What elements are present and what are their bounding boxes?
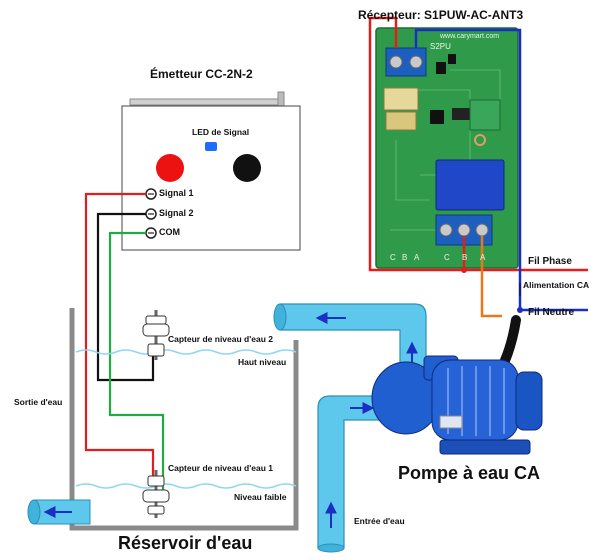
suction-pipe-end: [317, 543, 345, 553]
discharge-pipe-end: [273, 303, 287, 331]
power-label: Alimentation CA: [523, 280, 590, 290]
signal1-wire: [84, 192, 155, 478]
terminal-letter: C: [444, 253, 450, 262]
water-level-low: [75, 483, 297, 489]
sensor-high-label: Capteur de niveau d'eau 2: [168, 334, 273, 344]
terminal-screw: [475, 223, 489, 237]
junction-dot: [461, 267, 467, 273]
board-brand: www.carymart.com: [440, 33, 500, 40]
discharge-pipe: [279, 303, 427, 371]
neutral-wire-label: Fil Neutre: [528, 307, 575, 318]
outlet-pipe: [27, 499, 91, 525]
phase-wire-label: Fil Phase: [528, 256, 572, 267]
terminal-label-com: COM: [159, 227, 180, 237]
receiver-title: Récepteur: S1PUW-AC-ANT3: [358, 8, 524, 22]
signal-led: [205, 142, 217, 151]
radio-module: [469, 99, 501, 131]
transmitter-antenna-tip: [277, 91, 285, 107]
level-sensor-low: [142, 470, 170, 518]
red-button[interactable]: [156, 154, 184, 182]
inlet-label: Entrée d'eau: [354, 516, 405, 526]
antenna-coil: [474, 134, 486, 146]
tank-title: Réservoir d'eau: [118, 533, 253, 553]
outlet-label: Sortie d'eau: [14, 397, 63, 407]
pump-title: Pompe à eau CA: [398, 463, 541, 483]
output-wire-orange: [480, 236, 502, 318]
terminal-screw: [409, 55, 423, 69]
terminal-label-signal1: Signal 1: [159, 188, 194, 198]
transmitter-title: Émetteur CC-2N-2: [150, 67, 253, 81]
terminal-letter: C: [390, 253, 396, 262]
transmitter-box: [121, 105, 301, 251]
neutral-wire: [414, 28, 588, 312]
black-button[interactable]: [233, 154, 261, 182]
junction-dot: [517, 307, 523, 313]
water-pump: [371, 355, 543, 455]
level-low-label: Niveau faible: [234, 492, 287, 502]
terminal-screw: [439, 223, 453, 237]
relay: [435, 159, 505, 211]
chip: [452, 108, 470, 120]
power-module: [383, 87, 419, 111]
led-label: LED de Signal: [192, 127, 250, 137]
chip: [430, 110, 444, 124]
level-sensor-high: [142, 310, 170, 360]
terminal-letter: A: [414, 253, 420, 262]
sensor-low-label: Capteur de niveau d'eau 1: [168, 463, 273, 473]
tank-walls: [69, 308, 299, 531]
level-high-label: Haut niveau: [238, 357, 287, 367]
com-wire: [108, 231, 165, 500]
terminal-letter: B: [462, 253, 467, 262]
transformer: [385, 111, 417, 131]
signal2-wire: [96, 212, 155, 382]
water-level-high: [75, 349, 297, 355]
capacitor: [448, 54, 456, 64]
board-label: S2PU: [430, 42, 451, 51]
terminal-letters: C B A C B A: [390, 253, 486, 262]
terminal-letter: B: [402, 253, 407, 262]
phase-wire: [368, 16, 588, 272]
terminal-screw: [389, 55, 403, 69]
capacitor: [436, 62, 446, 74]
terminal-letter: A: [480, 253, 486, 262]
transmitter-antenna: [129, 98, 283, 106]
terminal-screw: [457, 223, 471, 237]
terminal-label-signal2: Signal 2: [159, 208, 194, 218]
